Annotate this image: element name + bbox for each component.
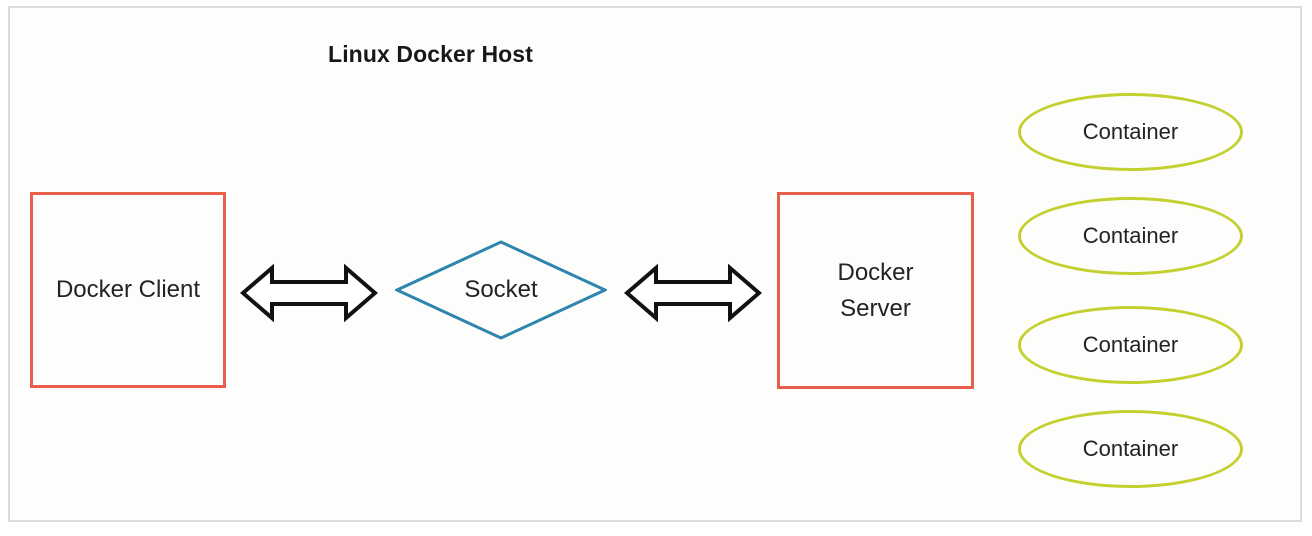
docker-client-node[interactable]: Docker Client <box>30 192 226 388</box>
container-label: Container <box>1082 332 1179 357</box>
double-arrow-icon-socket-server <box>624 263 762 323</box>
container-node[interactable]: Container <box>1018 306 1243 384</box>
container-label: Container <box>1082 119 1179 144</box>
docker-client-label: Docker Client <box>55 276 201 303</box>
container-label: Container <box>1082 436 1179 461</box>
container-node[interactable]: Container <box>1018 197 1243 275</box>
container-node[interactable]: Container <box>1018 93 1243 171</box>
docker-server-label: Docker Server <box>837 258 914 322</box>
container-label: Container <box>1082 223 1179 248</box>
socket-node[interactable] <box>395 240 607 340</box>
container-node[interactable]: Container <box>1018 410 1243 488</box>
page-title: Linux Docker Host <box>328 41 533 67</box>
docker-server-node[interactable]: Docker Server <box>777 192 974 389</box>
double-arrow-icon-client-socket <box>240 263 378 323</box>
